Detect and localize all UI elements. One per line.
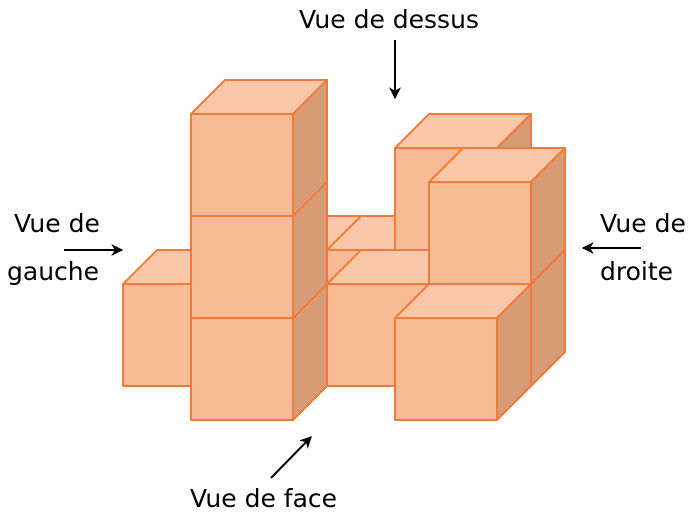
front-view-arrow — [270, 436, 312, 479]
cube-front-face — [190, 113, 294, 217]
top-view-label: Vue de dessus — [299, 5, 479, 34]
left-view-label-line2: gauche — [7, 257, 100, 286]
view-arrows — [64, 40, 641, 479]
cube-front-face — [428, 181, 532, 285]
cube-front-face — [394, 317, 498, 421]
cube-icon — [190, 79, 328, 217]
left-view-label-line1: Vue de — [14, 209, 100, 238]
right-view-label-line1: Vue de — [600, 209, 686, 238]
cube-front-face — [190, 215, 294, 319]
cube-icon — [428, 147, 566, 285]
cube-front-face — [190, 317, 294, 421]
cube-icon — [394, 283, 532, 421]
front-view-label: Vue de face — [190, 484, 338, 513]
cube-stack — [122, 79, 566, 421]
right-view-label-line2: droite — [600, 257, 674, 286]
